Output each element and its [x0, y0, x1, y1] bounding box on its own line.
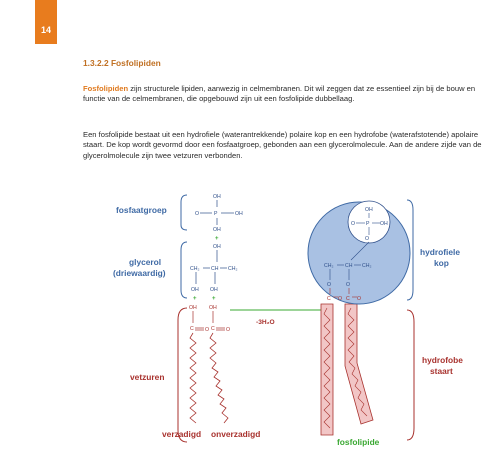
label-verzadigd: verzadigd	[162, 429, 201, 439]
label-hydrofobe: hydrofobe	[422, 355, 463, 365]
head-chem-ch: CH	[345, 263, 353, 269]
chem-oh-g1: OH	[191, 287, 199, 293]
head-chem-o-c1: O	[338, 296, 342, 302]
head-chem-p: P	[366, 221, 370, 227]
head-chem-c1: C	[327, 296, 331, 302]
bracket-fosfaatgroep	[180, 194, 188, 231]
label-fosfaatgroep: fosfaatgroep	[116, 205, 167, 215]
bond	[350, 241, 370, 261]
label-hydrofiele: hydrofiele	[420, 247, 460, 257]
tail-right	[344, 303, 374, 425]
chem-ch2-left: CH₂	[190, 266, 200, 272]
phosphate-circle	[347, 200, 391, 244]
page-number-tab: 14	[35, 0, 57, 44]
chem-oh-fa2: OH	[209, 305, 217, 311]
chem-ch2-right: CH₂	[228, 266, 238, 272]
label-glycerol: glycerol	[129, 257, 161, 267]
chem-oh-right: OH	[235, 211, 243, 217]
label-onverzadigd: onverzadigd	[211, 429, 260, 439]
bracket-hydrofobe-staart	[406, 309, 415, 441]
chem-oh-bottom: OH	[213, 227, 221, 233]
head-chem-ch2-right: CH₂	[362, 263, 372, 269]
head-chem-oh-top: OH	[365, 207, 373, 213]
page-number: 14	[40, 25, 51, 35]
chem-oh-fa1: OH	[189, 305, 197, 311]
tail-left-chain	[323, 307, 331, 429]
head-chem-o-ester2: O	[346, 282, 350, 288]
paragraph-intro-text: zijn structurele lipiden, aanwezig in ce…	[83, 84, 476, 104]
term-fosfolipiden: Fosfolipiden	[83, 84, 129, 93]
plus-fa1: +	[193, 296, 197, 302]
phospholipid-diagram: fosfaatgroep glycerol (driewaardig) vetz…	[113, 194, 463, 447]
head-chem-c2: C	[346, 296, 350, 302]
chem-oh-glycerol-top: OH	[213, 244, 221, 250]
chem-p: P	[214, 211, 218, 217]
label-driewaardig: (driewaardig)	[113, 268, 166, 278]
head-chem-ch2-left: CH₂	[324, 263, 334, 269]
chem-oh-g2: OH	[210, 287, 218, 293]
chem-o-fa2: O	[226, 327, 230, 333]
head-chem-oh-right: OH	[380, 221, 388, 227]
label-staart: staart	[430, 366, 453, 376]
chem-c-fa2: C	[211, 326, 215, 332]
tail-left	[320, 303, 334, 436]
chem-ch: CH	[211, 266, 219, 272]
paragraph-structure: Een fosfolipide bestaat uit een hydrofie…	[83, 130, 482, 160]
head-chem-o-link: O	[365, 236, 369, 242]
head-chem-o: O	[351, 221, 355, 227]
chain-verzadigd	[189, 332, 197, 424]
bracket-glycerol	[180, 241, 188, 299]
label-vetzuren: vetzuren	[130, 372, 164, 382]
tail-right-chain	[347, 307, 368, 417]
plus-fa2: +	[212, 296, 216, 302]
plus-phosphate: +	[215, 236, 219, 242]
paragraph-intro: Fosfolipiden zijn structurele lipiden, a…	[83, 84, 489, 105]
head-chem-o-c2: O	[357, 296, 361, 302]
section-heading: 1.3.2.2 Fosfolipiden	[83, 58, 161, 68]
bracket-hydrofiele-kop	[406, 199, 414, 301]
bracket-vetzuren	[177, 307, 188, 443]
chem-o-left: O	[195, 211, 199, 217]
chem-o-fa1: O	[205, 327, 209, 333]
label-kop: kop	[434, 258, 449, 268]
chain-onverzadigd	[209, 332, 229, 424]
head-chem-o-ester1: O	[327, 282, 331, 288]
label-fosfolipide: fosfolipide	[337, 437, 380, 447]
label-reaction: -3H₂O	[256, 319, 275, 326]
chem-c-fa1: C	[190, 326, 194, 332]
chem-oh-top: OH	[213, 194, 221, 200]
